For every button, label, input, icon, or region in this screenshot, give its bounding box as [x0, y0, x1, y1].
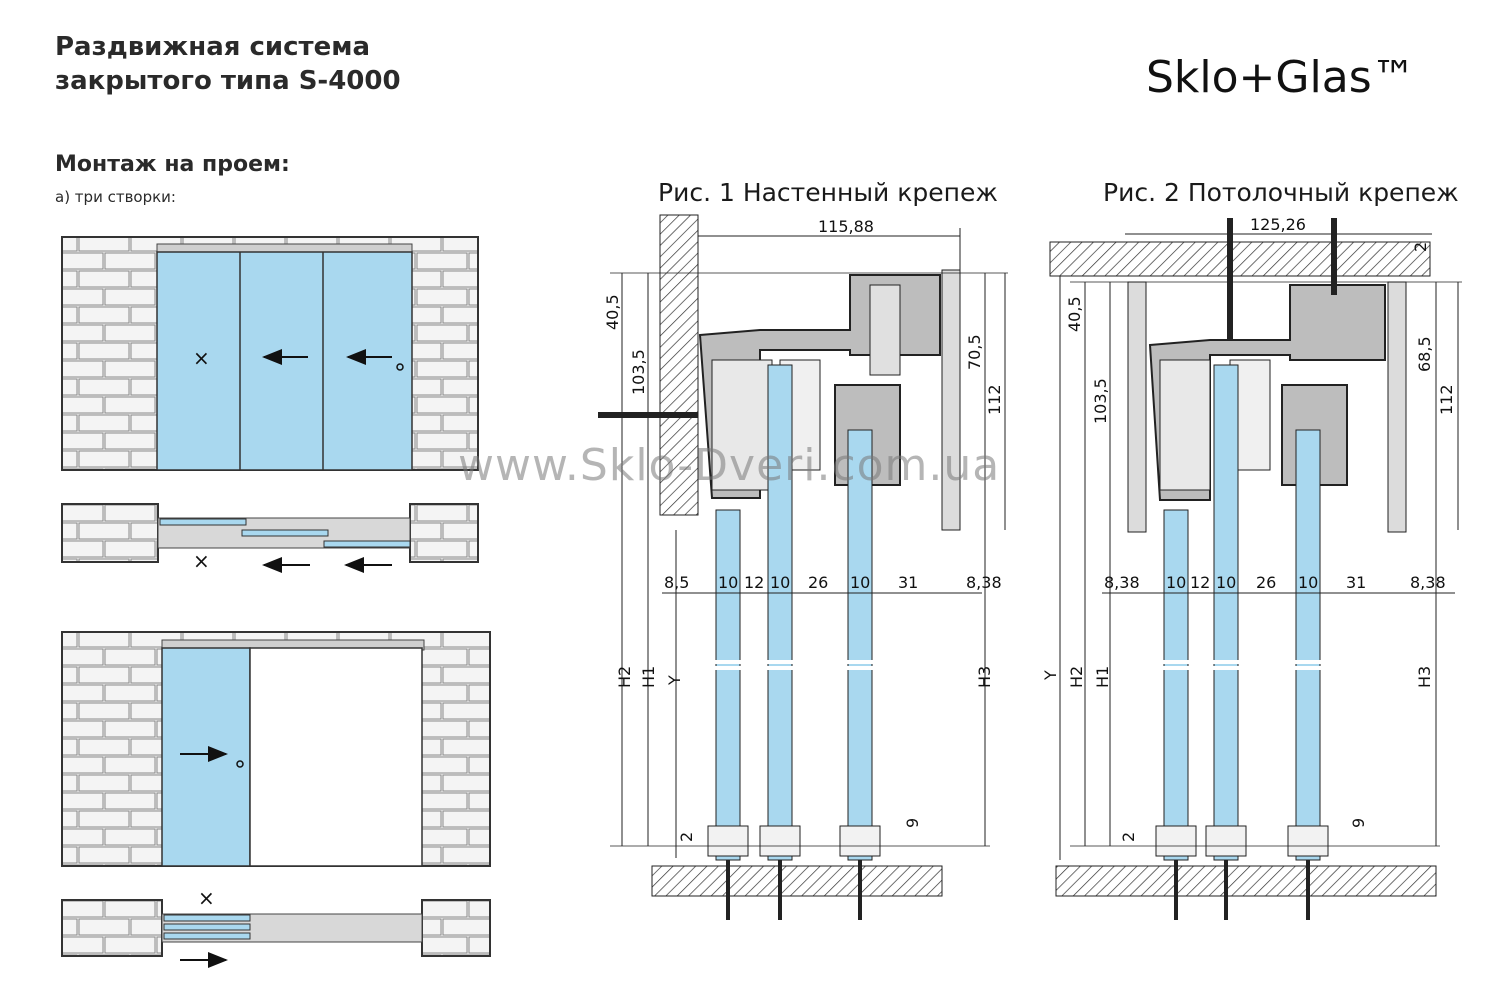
- fig2-caption: Рис. 2 Потолочный крепеж: [1103, 178, 1459, 207]
- dim-26: 26: [1256, 573, 1276, 592]
- dim-112: 112: [1437, 384, 1456, 415]
- single-leaf-elevation: [61, 631, 491, 867]
- dim-8-38: 8,38: [966, 573, 1002, 592]
- three-leaf-plan: ×: [61, 503, 479, 573]
- fixed-mark-icon: ×: [193, 549, 210, 573]
- dim-9: 9: [903, 818, 922, 828]
- dim-31: 31: [898, 573, 918, 592]
- dim-8-5: 8,5: [664, 573, 689, 592]
- dim-h2: H2: [1067, 666, 1086, 688]
- dim-68-5: 68,5: [1415, 336, 1434, 372]
- dim-12: 12: [1190, 573, 1210, 592]
- fig1-caption: Рис. 1 Настенный крепеж: [658, 178, 998, 207]
- single-leaf-plan: ×: [61, 886, 491, 968]
- dim-width-top: 115,88: [818, 217, 874, 236]
- section-title: Монтаж на проем:: [55, 152, 290, 177]
- dim-9: 9: [1349, 818, 1368, 828]
- dim-8-38-b: 8,38: [1410, 573, 1446, 592]
- dim-10-a: 10: [718, 573, 738, 592]
- dim-y: Y: [1041, 670, 1060, 681]
- dim-12: 12: [744, 573, 764, 592]
- dim-width-top: 125,26: [1250, 215, 1306, 234]
- dim-h1: H1: [1093, 666, 1112, 688]
- dim-10-a: 10: [1166, 573, 1186, 592]
- brand-logo: Sklo+Glas™: [1146, 52, 1416, 103]
- fig1-dimension-labels: 115,88 40,5 103,5 70,5 112 8,5 10 12 10 …: [603, 217, 1004, 842]
- dim-40-5: 40,5: [603, 294, 622, 330]
- dim-10-c: 10: [850, 573, 870, 592]
- dim-10-b: 10: [770, 573, 790, 592]
- dim-2: 2: [1119, 832, 1138, 842]
- dim-112: 112: [985, 384, 1004, 415]
- dim-8-38-a: 8,38: [1104, 573, 1140, 592]
- dim-40-5: 40,5: [1065, 296, 1084, 332]
- fig1-wall-mount: [598, 214, 1008, 920]
- dim-h3: H3: [1415, 666, 1434, 688]
- handle-icon: [396, 363, 404, 371]
- title-line-1: Раздвижная система: [55, 32, 371, 62]
- title-line-2: закрытого типа S-4000: [55, 66, 401, 96]
- fixed-mark-icon: ×: [193, 346, 210, 370]
- dim-2: 2: [677, 832, 696, 842]
- dim-h3: H3: [975, 666, 994, 688]
- dim-31: 31: [1346, 573, 1366, 592]
- dim-2-top: 2: [1411, 242, 1430, 252]
- fixed-mark-icon: ×: [198, 886, 215, 910]
- fig2-ceiling-mount: [1049, 218, 1462, 920]
- page-title: Раздвижная система закрытого типа S-4000: [55, 30, 401, 98]
- dim-h2: H2: [615, 666, 634, 688]
- dim-103-5: 103,5: [629, 349, 648, 395]
- dim-26: 26: [808, 573, 828, 592]
- three-leaf-elevation: ×: [61, 236, 479, 471]
- handle-icon: [236, 760, 244, 768]
- section-subtitle: а) три створки:: [55, 188, 176, 206]
- dim-10-b: 10: [1216, 573, 1236, 592]
- watermark: www.Sklo-Dveri.com.ua: [458, 440, 1001, 491]
- dim-10-c: 10: [1298, 573, 1318, 592]
- fig2-dimension-labels: 125,26 2 40,5 103,5 68,5 112 8,38 10 12 …: [1041, 215, 1456, 842]
- dim-y: Y: [665, 675, 684, 686]
- dim-103-5: 103,5: [1091, 378, 1110, 424]
- dim-h1: H1: [639, 666, 658, 688]
- dim-70-5: 70,5: [965, 334, 984, 370]
